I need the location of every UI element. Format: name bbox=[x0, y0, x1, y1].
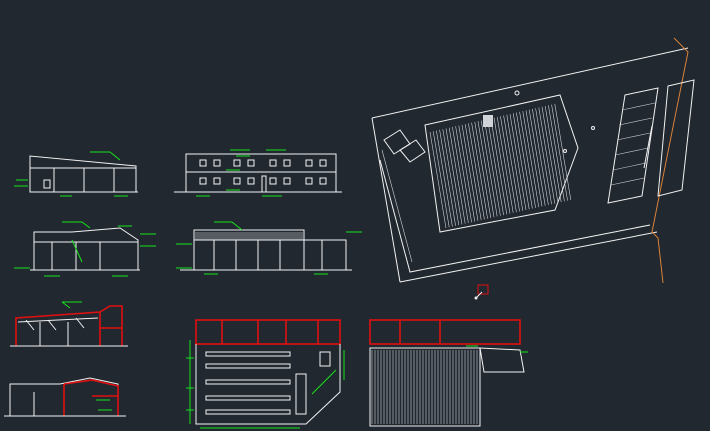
site-building-footprint bbox=[424, 94, 579, 233]
site-side-strip bbox=[657, 79, 695, 197]
floor-plan-office-wall bbox=[195, 319, 341, 345]
site-road-edge bbox=[381, 149, 413, 263]
elevation-long[interactable] bbox=[176, 221, 362, 275]
roof-plan-hatch bbox=[371, 350, 478, 424]
elev-long-wing bbox=[304, 239, 347, 270]
property-line bbox=[651, 37, 689, 284]
elev-rear-outline bbox=[33, 227, 139, 271]
elev-long-roof-pattern bbox=[195, 232, 303, 240]
floor-plan[interactable] bbox=[186, 319, 345, 429]
section-b[interactable] bbox=[4, 377, 126, 417]
elev-2s-outline bbox=[185, 153, 337, 193]
elev-front-outline bbox=[29, 155, 137, 193]
ucs-icon bbox=[474, 284, 489, 300]
site-roof-hatch bbox=[429, 103, 572, 229]
roof-plan[interactable] bbox=[369, 319, 528, 427]
site-boundary-left bbox=[371, 117, 401, 283]
parking-block bbox=[607, 87, 659, 204]
site-marker bbox=[483, 115, 493, 127]
site-plan[interactable] bbox=[371, 37, 695, 284]
elevation-side-two-storey[interactable] bbox=[174, 149, 342, 197]
site-road bbox=[379, 159, 651, 273]
floor-plan-dims bbox=[186, 340, 345, 429]
elev-2s-dims bbox=[196, 149, 286, 197]
section-a-walls bbox=[15, 305, 123, 346]
roof-plan-outline bbox=[369, 347, 481, 427]
elevation-front[interactable] bbox=[14, 151, 138, 197]
elev-2s-windows bbox=[199, 159, 327, 193]
site-shed bbox=[383, 129, 411, 155]
section-a-truss bbox=[17, 317, 99, 346]
elev-long-dims bbox=[176, 221, 362, 275]
elev-front-dims bbox=[14, 151, 128, 197]
site-shed-2 bbox=[399, 139, 426, 163]
elev-long-main bbox=[193, 229, 305, 271]
elevation-rear[interactable] bbox=[14, 221, 156, 277]
floor-plan-outline bbox=[195, 344, 341, 425]
site-boundary-top bbox=[371, 47, 689, 119]
elev-rear-dims bbox=[14, 221, 156, 277]
section-a[interactable] bbox=[10, 301, 128, 347]
floor-plan-racks bbox=[205, 351, 331, 415]
roof-plan-office-wall bbox=[369, 319, 521, 345]
site-boundary-bottom bbox=[399, 231, 658, 283]
